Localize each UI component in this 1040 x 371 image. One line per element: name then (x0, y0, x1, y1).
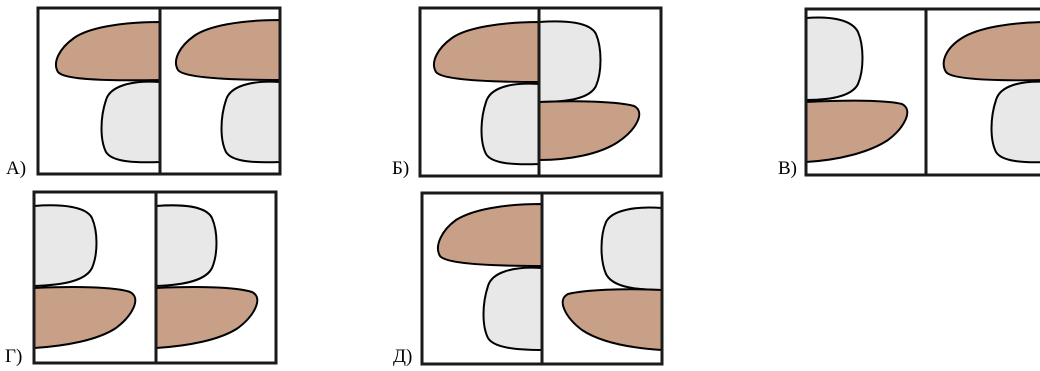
cap-shape (175, 18, 280, 82)
option-a-figure (36, 6, 282, 176)
option-b-left-cell (433, 20, 539, 166)
option-a-right-cell (175, 18, 280, 164)
option-v-left-cell (806, 16, 909, 164)
option-d-figure (420, 191, 664, 366)
option-d-right-cell (561, 206, 662, 352)
stem-shape (100, 80, 160, 164)
stem-shape (480, 82, 539, 166)
option-g-left-cell (34, 204, 137, 350)
cap-shape (55, 20, 160, 82)
option-a-left-cell (55, 20, 160, 164)
stem-shape (539, 20, 602, 104)
stem-shape (806, 16, 864, 102)
cap-shape (34, 286, 137, 350)
cap-shape (437, 202, 542, 268)
stem-shape (220, 80, 280, 164)
stem-shape (600, 206, 662, 292)
option-b-label[interactable]: Б) (392, 158, 410, 179)
option-d-left-cell (437, 202, 542, 352)
stem-shape (34, 204, 98, 288)
option-g-label[interactable]: Г) (5, 346, 23, 367)
cap-shape (561, 288, 662, 352)
option-v-figure (804, 7, 1040, 177)
option-a-label[interactable]: А) (6, 158, 27, 179)
stem-shape (990, 80, 1040, 164)
option-g-figure (32, 190, 278, 365)
option-g-right-cell (156, 204, 259, 350)
cap-shape (806, 99, 909, 164)
option-d-label[interactable]: Д) (393, 346, 413, 367)
option-b-right-cell (539, 20, 641, 162)
stem-shape (156, 204, 218, 288)
option-v-label[interactable]: В) (778, 158, 797, 179)
cap-shape (433, 20, 539, 84)
cap-shape (156, 286, 259, 350)
stem-shape (482, 266, 542, 352)
cap-shape (942, 21, 1040, 82)
option-b-figure (418, 6, 663, 178)
cap-shape (539, 100, 641, 162)
option-v-frame (804, 7, 1040, 177)
option-v-right-cell (942, 21, 1040, 164)
